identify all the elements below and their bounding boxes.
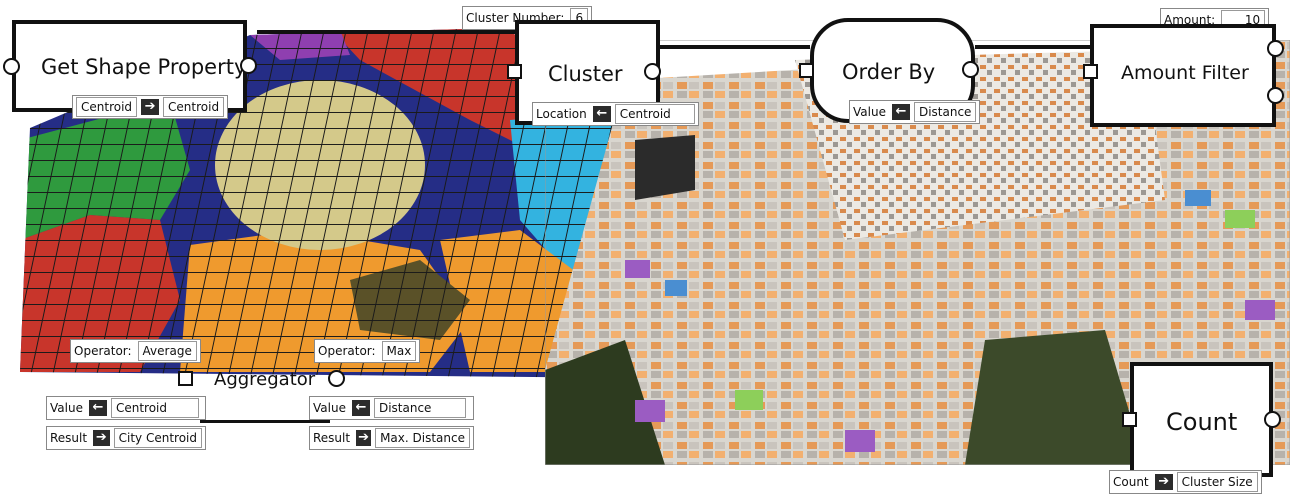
arrow-left-icon: ← xyxy=(592,106,611,122)
shape-property-input[interactable]: Centroid xyxy=(76,97,138,117)
arrow-left-icon: ← xyxy=(891,104,910,120)
param-label: Value xyxy=(853,105,886,119)
output-port[interactable] xyxy=(644,63,661,80)
param-label: Count xyxy=(1113,475,1149,489)
output-port[interactable] xyxy=(1267,87,1284,104)
wire-aggregator-bottom xyxy=(200,420,330,423)
aggregator-left-value-input[interactable]: Centroid xyxy=(110,398,199,418)
arrow-left-icon: ← xyxy=(88,400,107,416)
input-port[interactable] xyxy=(3,58,20,75)
input-port[interactable] xyxy=(1122,412,1137,427)
cluster-location-param: Location ← Centroid xyxy=(532,102,699,126)
city-park xyxy=(965,330,1145,465)
param-label: Location xyxy=(536,107,587,121)
aggregator-operator-left: Operator: Average xyxy=(70,339,201,363)
param-label: Operator: xyxy=(74,344,132,358)
param-label: Operator: xyxy=(318,344,376,358)
input-port[interactable] xyxy=(507,64,522,79)
param-label: Result xyxy=(50,431,88,445)
cluster-location-input[interactable]: Centroid xyxy=(614,104,695,124)
arrow-right-icon: ➔ xyxy=(1154,474,1173,490)
aggregator-right-value-input[interactable]: Distance xyxy=(373,398,466,418)
city-view xyxy=(545,40,1290,465)
node-title: Aggregator xyxy=(214,369,316,390)
aggregator-left-result: Result ➔ City Centroid xyxy=(46,426,206,450)
aggregator-output-port[interactable] xyxy=(328,370,345,387)
aggregator-right-value: Value ← Distance xyxy=(309,396,474,420)
shape-property-param: Centroid ➔ Centroid xyxy=(72,95,229,119)
node-title: Get Shape Property xyxy=(41,55,247,79)
aggregator-input-port[interactable] xyxy=(178,371,193,386)
param-label: Value xyxy=(313,401,346,415)
operator-average-select[interactable]: Average xyxy=(137,341,197,361)
arrow-right-icon: ➔ xyxy=(141,99,160,115)
param-label: Amount: xyxy=(1164,13,1216,27)
order-by-value-param: Value ← Distance xyxy=(849,100,981,124)
output-port[interactable] xyxy=(1267,40,1284,57)
count-param: Count ➔ Cluster Size xyxy=(1109,470,1262,494)
aggregator-operator-right: Operator: Max xyxy=(314,339,421,363)
order-by-value-input[interactable]: Distance xyxy=(913,102,977,122)
wire-cluster-orderby xyxy=(660,45,810,49)
aggregator-right-result-input[interactable]: Max. Distance xyxy=(375,428,470,448)
aggregator-left-value: Value ← Centroid xyxy=(46,396,206,420)
output-port[interactable] xyxy=(962,61,979,78)
output-port[interactable] xyxy=(240,57,257,74)
city-park xyxy=(635,135,695,200)
node-title: Order By xyxy=(842,60,936,84)
node-title: Cluster xyxy=(548,62,623,86)
wire-orderby-amount xyxy=(975,45,1090,49)
input-port[interactable] xyxy=(799,63,814,78)
param-label: Value xyxy=(50,401,83,415)
input-port[interactable] xyxy=(1083,64,1098,79)
output-port[interactable] xyxy=(1264,411,1281,428)
node-title: Count xyxy=(1166,408,1238,436)
arrow-right-icon: ➔ xyxy=(93,430,110,446)
shape-property-output[interactable]: Centroid xyxy=(163,97,225,117)
node-title: Amount Filter xyxy=(1121,62,1249,84)
wire-getshape-cluster xyxy=(257,30,515,34)
count-output-input[interactable]: Cluster Size xyxy=(1176,472,1258,492)
arrow-right-icon: ➔ xyxy=(356,430,372,446)
city-park xyxy=(545,340,665,465)
param-label: Result xyxy=(313,431,351,445)
operator-max-select[interactable]: Max xyxy=(381,341,417,361)
arrow-left-icon: ← xyxy=(351,400,370,416)
aggregator-left-result-input[interactable]: City Centroid xyxy=(113,428,202,448)
aggregator-right-result: Result ➔ Max. Distance xyxy=(309,426,474,450)
